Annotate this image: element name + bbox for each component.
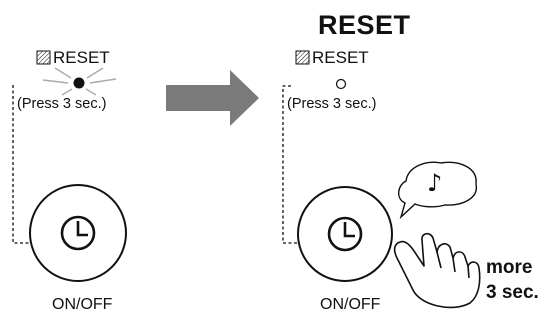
sound-bubble	[398, 161, 477, 220]
onoff-label-right: ON/OFF	[320, 296, 381, 313]
onoff-button-right	[297, 186, 393, 282]
right-arrow	[166, 70, 259, 126]
reset-label-right: RESET	[312, 48, 369, 67]
press-hint-right: (Press 3 sec.)	[287, 96, 377, 112]
pressing-hand	[393, 232, 481, 309]
hold-duration-line1: more	[486, 257, 533, 278]
indicator-light-off	[335, 78, 347, 90]
connector-line-left	[12, 85, 34, 244]
clock-icon	[60, 215, 96, 251]
music-note-icon: ♪	[427, 169, 443, 197]
page-title: RESET	[318, 10, 411, 40]
hatched-square-icon	[36, 50, 51, 65]
indicator-light-lit	[42, 67, 117, 96]
reset-label-left: RESET	[53, 48, 110, 67]
press-hint-left: (Press 3 sec.)	[17, 96, 107, 112]
hold-duration-line2: 3 sec.	[486, 282, 539, 303]
onoff-label-left: ON/OFF	[52, 296, 113, 313]
connector-line-right	[282, 85, 300, 244]
clock-icon	[327, 216, 363, 252]
hatched-square-icon	[295, 50, 310, 65]
onoff-button-left	[29, 184, 127, 282]
